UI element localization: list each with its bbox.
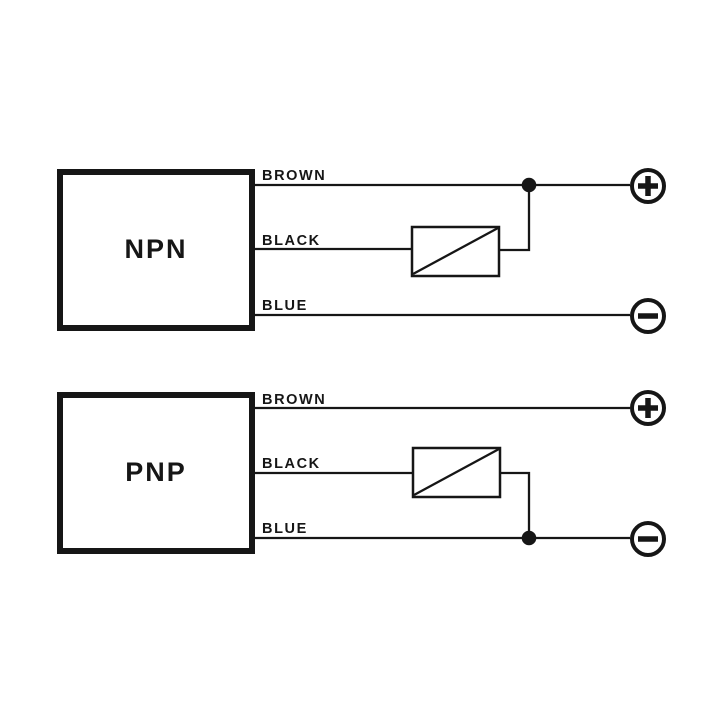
pnp-black-wire-label: BLACK [262, 456, 321, 472]
npn-brown-wire-label: BROWN [262, 168, 326, 184]
circuit-pnp: PNP BROWN BLACK BLUE [57, 390, 666, 557]
npn-load-connector-wire [499, 185, 531, 252]
pnp-sensor-box [57, 392, 255, 554]
npn-load-symbol-icon [410, 225, 501, 278]
npn-negative-terminal-icon [630, 298, 666, 334]
npn-positive-terminal-icon [630, 168, 666, 204]
npn-blue-wire-label: BLUE [262, 298, 308, 314]
npn-junction-dot-icon [521, 177, 537, 193]
npn-sensor-label: NPN [124, 234, 187, 264]
pnp-load-symbol-icon [411, 446, 502, 499]
pnp-sensor-label: PNP [125, 457, 187, 487]
circuit-npn: NPN BROWN BLACK BLUE [57, 168, 666, 334]
pnp-junction-dot-icon [521, 530, 537, 546]
pnp-blue-wire-label: BLUE [262, 521, 308, 537]
pnp-positive-terminal-icon [630, 390, 666, 426]
pnp-brown-wire-label: BROWN [262, 392, 326, 408]
pnp-load-connector-wire [500, 471, 531, 538]
pnp-negative-terminal-icon [630, 521, 666, 557]
npn-sensor-box [57, 169, 255, 331]
npn-black-wire-label: BLACK [262, 233, 321, 249]
